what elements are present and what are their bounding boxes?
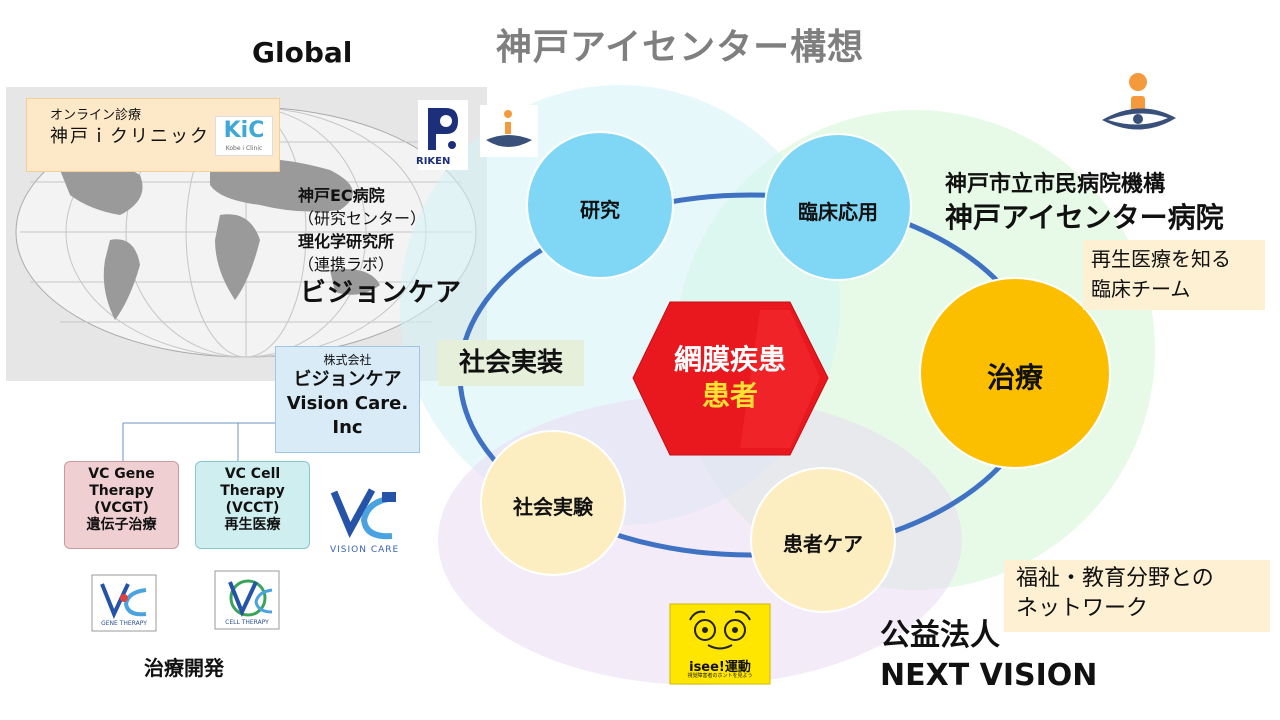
node-social-experiment-label: 社会実験 (513, 495, 593, 519)
isee-logo-text: isee!運動 (689, 660, 751, 675)
global-label: Global (252, 36, 353, 69)
cell-therapy-icon-label: CELL THERAPY (225, 619, 269, 626)
page-title: 神戸アイセンター構想 (495, 27, 865, 68)
kic-logo-sub: Kobe i Clinic (225, 145, 263, 152)
kic-online-label: オンライン診療 (50, 108, 142, 123)
node-treatment-label: 治療 (986, 361, 1043, 394)
node-patient-care-label: 患者ケア (783, 532, 863, 556)
treatment-development-label: 治療開発 (144, 656, 224, 680)
hospital-name: 神戸アイセンター病院 (945, 201, 1224, 234)
riken-logo (418, 100, 468, 170)
vision-care-company-box: 株式会社 ビジョンケア Vision Care. Inc (275, 346, 420, 453)
vcgt-line1: VC Gene (88, 466, 155, 482)
kic-clinic-name: 神戸ｉクリニック (50, 126, 210, 147)
gene-therapy-icon (91, 574, 157, 632)
public-interest-corp: 公益法人 (880, 618, 1000, 653)
vision-care-heading: ビジョンケア (300, 278, 463, 308)
isee-logo: isee!運動 視覚障害者のホントを見よう (670, 604, 770, 684)
kobe-eye-logo-large (1102, 73, 1176, 130)
vcgt-box: VC Gene Therapy (VCGT) 遺伝子治療 (64, 461, 179, 549)
collab-lab-note: （連携ラボ） (298, 255, 395, 274)
vision-care-logo-text: VISION CARE (330, 545, 400, 555)
vision-care-logo (330, 488, 396, 540)
company-name-en: Vision Care. (286, 393, 409, 414)
welfare-network-line2: ネットワーク (1016, 596, 1149, 621)
vcct-line1: VC Cell (224, 466, 281, 482)
vcct-line4: 再生医療 (224, 517, 281, 533)
isee-logo-sub: 視覚障害者のホントを見よう (687, 673, 753, 679)
welfare-network-box: 福祉・教育分野との ネットワーク (1004, 560, 1270, 632)
vcgt-line4: 遺伝子治療 (86, 517, 157, 533)
node-clinical-application (764, 133, 912, 281)
node-research-label: 研究 (580, 198, 620, 222)
node-social-experiment (480, 430, 626, 576)
next-vision-name: NEXT VISION (880, 658, 1098, 693)
next-vision-label: 公益法人 NEXT VISION (880, 616, 1097, 696)
welfare-network-line1: 福祉・教育分野との (1016, 566, 1214, 591)
vcct-box: VC Cell Therapy (VCCT) 再生医療 (195, 461, 310, 549)
vcct-line2: Therapy (220, 483, 285, 499)
kic-logo: KiC Kobe i Clinic (215, 116, 273, 156)
company-name-inc: Inc (332, 417, 363, 438)
center-label-line1: 網膜疾患 (673, 343, 786, 376)
research-center-note: （研究センター） (298, 209, 427, 228)
isee-characters (669, 603, 771, 685)
regen-team-line1: 再生医療を知る (1091, 247, 1231, 271)
node-treatment (919, 277, 1111, 469)
company-name-jp: ビジョンケア (293, 369, 402, 390)
center-label: 網膜疾患 患者 (650, 342, 810, 414)
social-implementation-label: 社会実装 (438, 340, 584, 386)
cell-therapy-icon (214, 570, 280, 630)
kic-logo-text: KiC (223, 118, 265, 143)
node-clinical-label: 臨床応用 (798, 200, 878, 224)
riken-institute: 理化学研究所 (298, 232, 395, 251)
center-hexagon (632, 301, 829, 456)
vcgt-line3: (VCGT) (94, 500, 149, 516)
regen-team-box: 再生医療を知る 臨床チーム (1083, 240, 1265, 310)
gene-therapy-icon-label: GENE THERAPY (101, 620, 147, 627)
org-chart-lines (122, 422, 275, 461)
hospital-organization: 神戸市立市民病院機構 (945, 172, 1166, 197)
node-research (526, 131, 674, 279)
kobe-ec-hospital: 神戸EC病院 (298, 186, 385, 205)
riken-logo-text: RIKEN (416, 156, 451, 167)
regen-team-line2: 臨床チーム (1091, 277, 1191, 301)
company-type: 株式会社 (323, 353, 372, 367)
kobe-eye-logo-small (480, 105, 538, 157)
center-label-line2: 患者 (701, 379, 758, 412)
vcct-line3: (VCCT) (225, 500, 280, 516)
vcgt-line2: Therapy (89, 483, 154, 499)
node-patient-care (750, 467, 896, 613)
